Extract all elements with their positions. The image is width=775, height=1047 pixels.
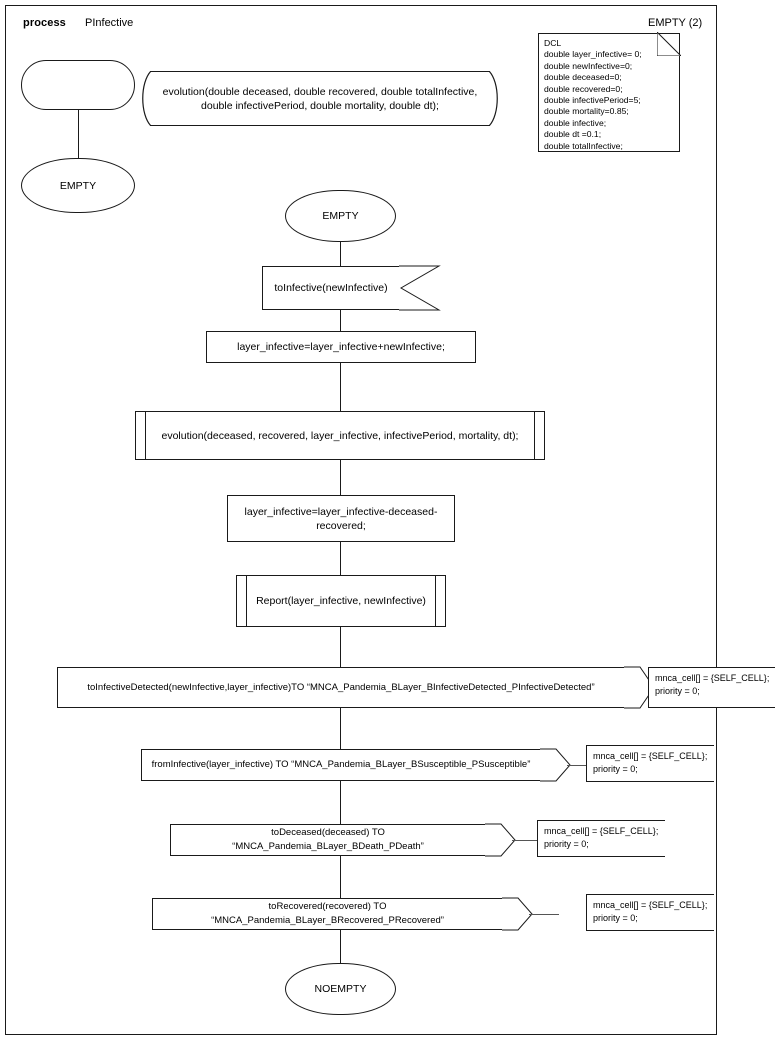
- output-arrow-icon: [485, 824, 515, 856]
- comment-connector-2: [567, 765, 592, 766]
- connector-9: [340, 856, 341, 898]
- state-label: EMPTY: [59, 179, 97, 192]
- diagram-frame: [5, 5, 717, 1035]
- task-box-layer-infective-sub: layer_infective=layer_infective-deceased…: [227, 495, 455, 542]
- output-4-label: toRecovered(recovered) TO “MNCA_Pandemia…: [211, 901, 444, 926]
- state-symbol-empty-left: EMPTY: [21, 158, 135, 213]
- procedure-call-evolution: evolution(deceased, recovered, layer_inf…: [135, 411, 545, 460]
- connector-4: [340, 460, 341, 495]
- comment-box-2: mnca_cell[] = {SELF_CELL}; priority = 0;: [586, 745, 714, 782]
- input-symbol-label: toInfective(newInfective): [274, 282, 388, 294]
- procedure-declaration-box: evolution(double deceased, double recove…: [150, 71, 490, 126]
- start-symbol-label: [22, 61, 134, 109]
- start-symbol: [21, 60, 135, 110]
- state-empty-label: EMPTY: [322, 210, 359, 222]
- output-symbol-torecovered: toRecovered(recovered) TO “MNCA_Pandemia…: [152, 898, 502, 930]
- output-arrow-icon: [502, 898, 532, 930]
- output-2-label: fromInfective(layer_infective) TO “MNCA_…: [151, 759, 531, 770]
- connector-start-to-state: [78, 110, 79, 158]
- task-1-label: layer_infective=layer_infective+newInfec…: [237, 341, 445, 353]
- procdecl-right-notch-icon: [489, 71, 504, 126]
- input-symbol-toinfective: toInfective(newInfective): [262, 266, 399, 310]
- procedure-declaration-text: evolution(double deceased, double recove…: [162, 85, 478, 112]
- page-label: EMPTY (2): [648, 17, 703, 29]
- output-1-label: toInfectiveDetected(newInfective,layer_i…: [87, 681, 595, 693]
- output-arrow-icon: [540, 749, 570, 781]
- declaration-note: DCL double layer_infective= 0; double ne…: [538, 32, 681, 152]
- note-fold-icon: [657, 32, 681, 56]
- comment-connector-3: [512, 840, 540, 841]
- input-notch-icon: [399, 266, 439, 310]
- process-keyword: process: [23, 17, 66, 29]
- procdecl-left-notch-icon: [136, 71, 151, 126]
- procedure-call-report: Report(layer_infective, newInfective): [236, 575, 446, 627]
- connector-2: [340, 310, 341, 331]
- declaration-note-text: DCL double layer_infective= 0; double ne…: [538, 33, 680, 152]
- output-symbol-toinfectivedetected: toInfectiveDetected(newInfective,layer_i…: [57, 667, 624, 708]
- comment-connector-4: [529, 914, 559, 915]
- connector-5: [340, 542, 341, 575]
- connector-7: [340, 708, 341, 749]
- state-noempty-label: NOEMPTY: [314, 983, 367, 995]
- page-title: PInfective: [85, 17, 134, 29]
- output-symbol-todeceased: toDeceased(deceased) TO “MNCA_Pandemia_B…: [170, 824, 485, 856]
- connector-8: [340, 781, 341, 824]
- task-box-layer-infective-add: layer_infective=layer_infective+newInfec…: [206, 331, 476, 363]
- procedure-call-label: evolution(deceased, recovered, layer_inf…: [161, 429, 519, 442]
- output-symbol-frominfective: fromInfective(layer_infective) TO “MNCA_…: [141, 749, 540, 781]
- state-symbol-empty-main: EMPTY: [285, 190, 396, 242]
- state-symbol-noempty: NOEMPTY: [285, 963, 396, 1015]
- task-2-label: layer_infective=layer_infective-deceased…: [244, 505, 438, 532]
- comment-box-1: mnca_cell[] = {SELF_CELL}; priority = 0;: [648, 667, 775, 708]
- connector-1: [340, 242, 341, 266]
- output-3-label: toDeceased(deceased) TO “MNCA_Pandemia_B…: [232, 827, 424, 852]
- comment-box-4: mnca_cell[] = {SELF_CELL}; priority = 0;: [586, 894, 714, 931]
- connector-6: [340, 627, 341, 667]
- comment-box-3: mnca_cell[] = {SELF_CELL}; priority = 0;: [537, 820, 665, 857]
- connector-10: [340, 930, 341, 963]
- report-call-label: Report(layer_infective, newInfective): [256, 595, 426, 607]
- connector-3: [340, 363, 341, 411]
